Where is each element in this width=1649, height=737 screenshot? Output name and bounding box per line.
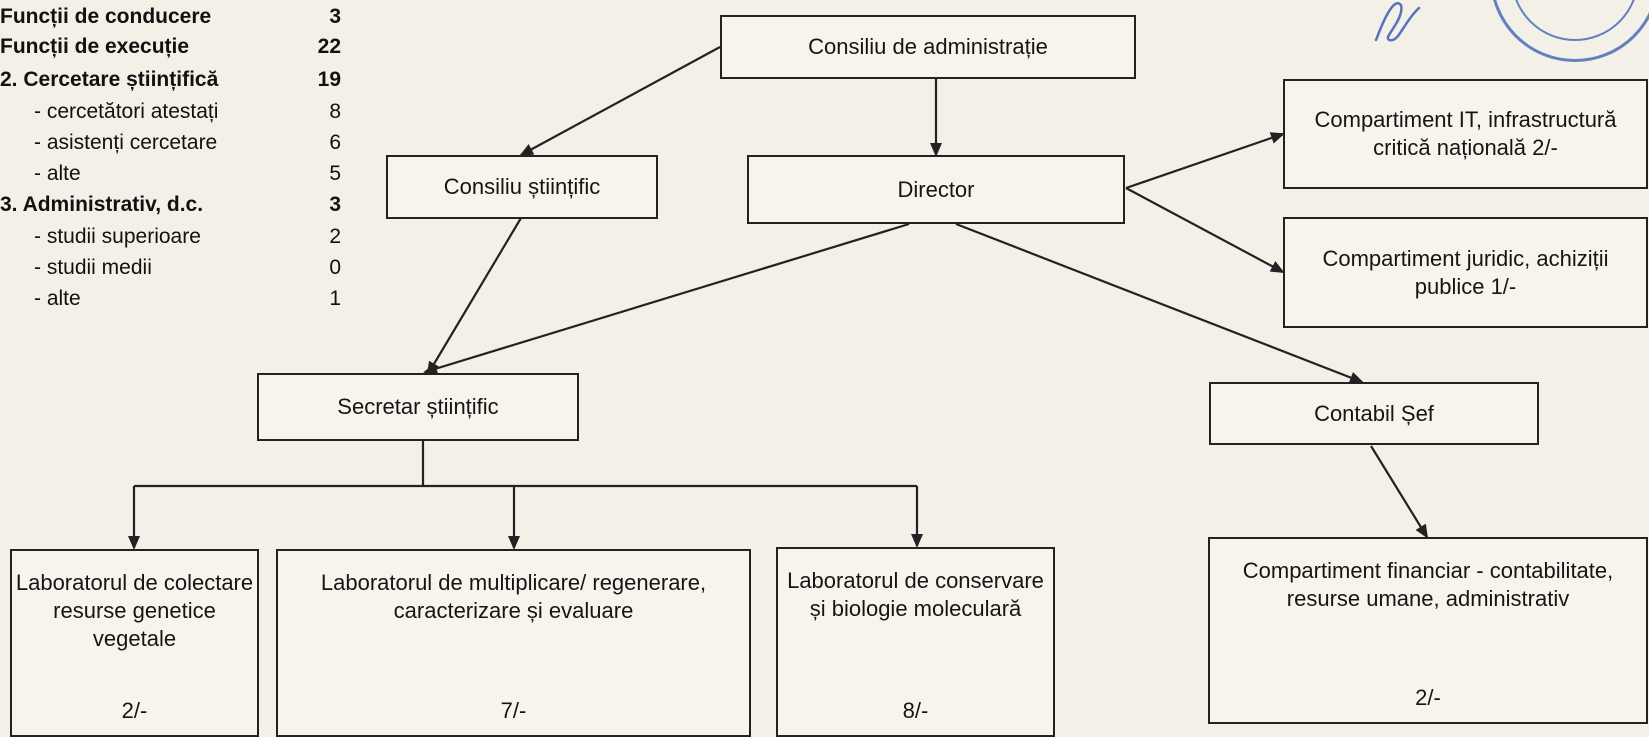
- stat-label: - alte: [34, 287, 81, 310]
- compartiment-juridic-label: Compartiment juridic, achiziții publice …: [1322, 245, 1609, 299]
- stat-label: - asistenți cercetare: [34, 131, 218, 154]
- stat-value: 2: [329, 225, 341, 248]
- secretar-stiintific-box: Secretar științific: [257, 373, 579, 441]
- lab-conservare-label: Laboratorul de conservare și biologie mo…: [787, 568, 1044, 621]
- compartiment-financiar-label: Compartiment financiar - contabilitate, …: [1242, 558, 1614, 611]
- connector-admin-to-stiintific: [519, 46, 721, 156]
- consiliu-stiintific-label: Consiliu științific: [443, 174, 601, 199]
- lab-multiplicare-label: Laboratorul de multiplicare/ regenerare,…: [320, 570, 707, 623]
- stat-value: 19: [317, 68, 341, 91]
- stat-row: - asistenți cercetare 6: [0, 131, 345, 155]
- stat-value: 3: [329, 5, 341, 28]
- stat-label: - alte: [34, 162, 81, 185]
- stat-label: 3. Administrativ, d.c.: [0, 193, 204, 216]
- stat-value: 1: [329, 287, 341, 310]
- compartiment-financiar-box: Compartiment financiar - contabilitate, …: [1208, 537, 1648, 724]
- compartiment-it-box: Compartiment IT, infrastructură critică …: [1283, 79, 1648, 189]
- compartiment-it-label: Compartiment IT, infrastructură critică …: [1314, 107, 1617, 160]
- compartiment-juridic-box: Compartiment juridic, achiziții publice …: [1283, 217, 1648, 328]
- connector-stiintific-to-secretar: [426, 217, 522, 376]
- stat-row: - cercetători atestați 8: [0, 100, 345, 124]
- connector-director-to-juridic: [1125, 187, 1285, 273]
- consiliu-administratie-label: Consiliu de administrație: [808, 34, 1048, 59]
- stamp-inner-ring: [1511, 0, 1639, 41]
- stat-row: Funcții de conducere 3: [0, 5, 345, 29]
- stat-label: 2. Cercetare științifică: [0, 68, 219, 91]
- connector-director-to-secretar: [423, 222, 910, 375]
- stat-value: 3: [329, 193, 341, 216]
- lab-multiplicare-box: Laboratorul de multiplicare/ regenerare,…: [276, 549, 751, 737]
- stat-row: - studii superioare 2: [0, 225, 345, 249]
- lab-colectare-box: Laboratorul de colectare resurse genetic…: [10, 549, 259, 737]
- stat-row: - alte 1: [0, 287, 345, 311]
- lab-colectare-label: Laboratorul de colectare resurse genetic…: [15, 570, 254, 651]
- lab-colectare-count: 2/-: [121, 698, 148, 723]
- official-stamp: [1490, 0, 1649, 62]
- connector-director-to-it: [1125, 132, 1285, 190]
- stat-row: 2. Cercetare științifică 19: [0, 68, 345, 92]
- stat-value: 22: [317, 35, 341, 58]
- stat-value: 0: [329, 256, 341, 279]
- contabil-sef-label: Contabil Șef: [1314, 400, 1434, 426]
- consiliu-stiintific-box: Consiliu științific: [386, 155, 658, 219]
- stat-label: Funcții de execuție: [0, 35, 190, 58]
- contabil-sef-box: Contabil Șef: [1209, 382, 1539, 445]
- lab-conservare-box: Laboratorul de conservare și biologie mo…: [776, 547, 1055, 737]
- director-label: Director: [897, 176, 975, 202]
- stat-label: Funcții de conducere: [0, 5, 212, 28]
- secretar-stiintific-label: Secretar științific: [337, 394, 499, 419]
- stat-label: - studii superioare: [34, 225, 201, 248]
- director-box: Director: [747, 155, 1125, 224]
- signature-mark: [1374, 2, 1421, 42]
- stat-value: 6: [329, 131, 341, 154]
- stat-row: Funcții de execuție 22: [0, 35, 345, 59]
- compartiment-financiar-count: 2/-: [1415, 685, 1441, 710]
- connector-contabil-to-financiar: [1370, 445, 1429, 539]
- lab-conservare-count: 8/-: [902, 698, 929, 723]
- consiliu-administratie-box: Consiliu de administrație: [720, 15, 1136, 79]
- stat-row: 3. Administrativ, d.c. 3: [0, 193, 345, 217]
- stat-row: - studii medii 0: [0, 256, 345, 280]
- stat-label: - cercetători atestați: [34, 100, 219, 123]
- lab-multiplicare-count: 7/-: [500, 698, 527, 723]
- stat-row: - alte 5: [0, 162, 345, 186]
- stat-label: - studii medii: [34, 256, 152, 279]
- stat-value: 5: [329, 162, 341, 185]
- stat-value: 8: [329, 100, 341, 123]
